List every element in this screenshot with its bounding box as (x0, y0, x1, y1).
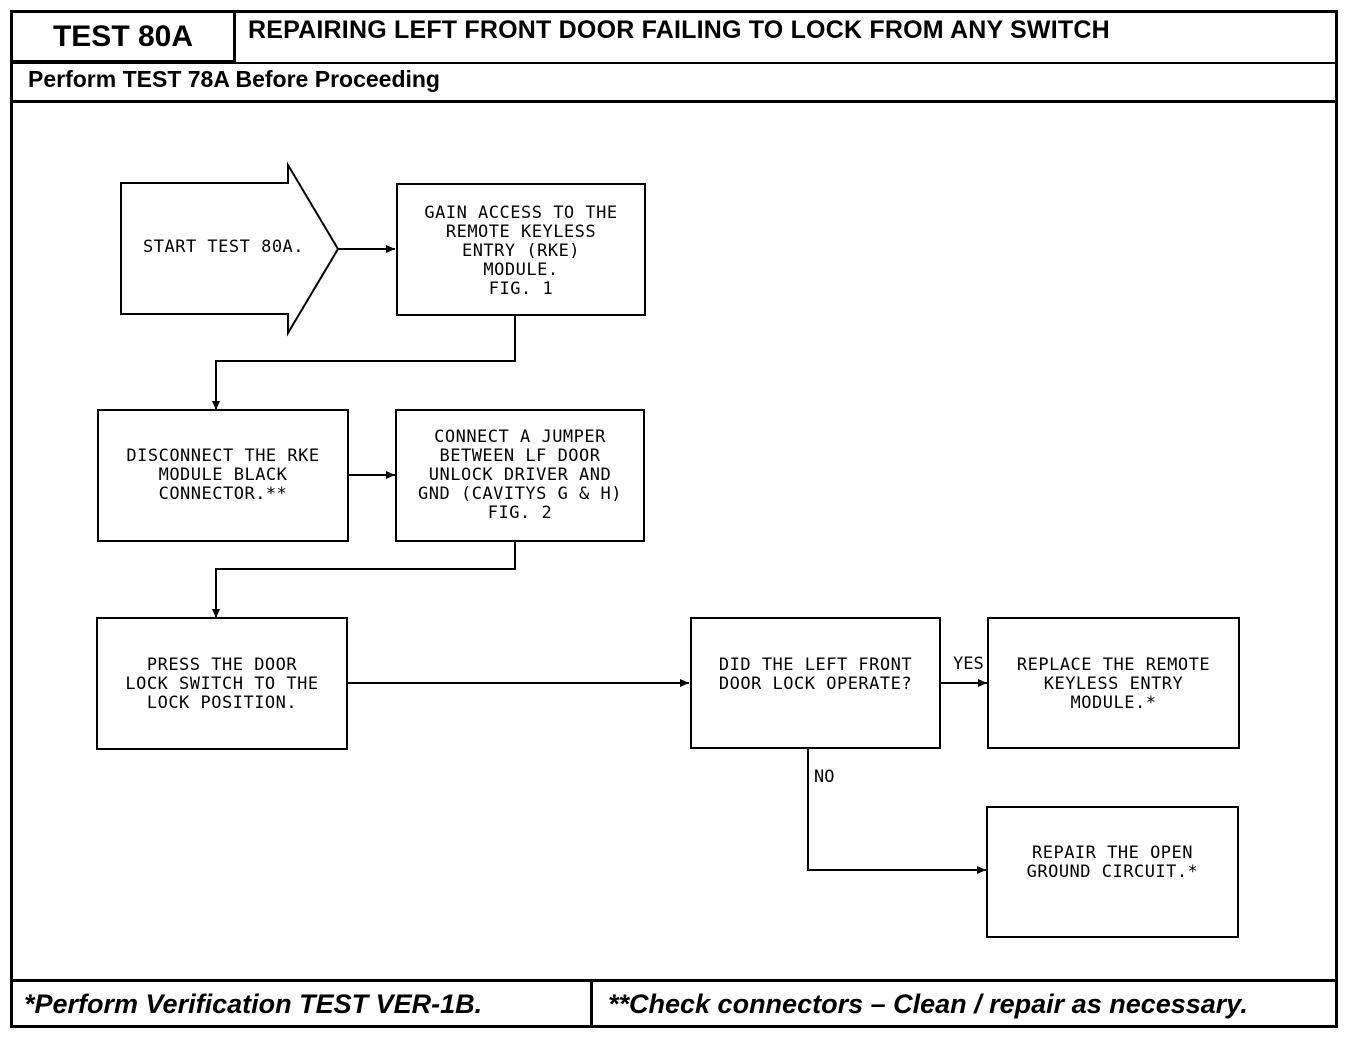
header-divider (13, 62, 1335, 64)
arrow-jumper-to-press (212, 542, 516, 618)
prerequisite-note: Perform TEST 78A Before Proceeding (28, 66, 440, 92)
footer-note-verification: *Perform Verification TEST VER-1B. (24, 989, 483, 1019)
result-replace-module: REPLACE THE REMOTE KEYLESS ENTRY MODULE.… (987, 617, 1240, 749)
step-gain-access: GAIN ACCESS TO THE REMOTE KEYLESS ENTRY … (396, 183, 646, 316)
step-press-switch: PRESS THE DOOR LOCK SWITCH TO THE LOCK P… (96, 617, 348, 750)
step-connect-jumper: CONNECT A JUMPER BETWEEN LF DOOR UNLOCK … (395, 409, 645, 542)
test-id: TEST 80A (13, 13, 236, 63)
subheader-divider (13, 100, 1335, 103)
footer-split (590, 980, 593, 1026)
page-title: REPAIRING LEFT FRONT DOOR FAILING TO LOC… (248, 16, 1110, 44)
no-label: NO (814, 767, 835, 787)
decision-door-lock-operate: DID THE LEFT FRONT DOOR LOCK OPERATE? (690, 617, 941, 749)
result-repair-ground: REPAIR THE OPEN GROUND CIRCUIT.* (986, 806, 1239, 938)
footer-divider (13, 979, 1335, 982)
step-disconnect: DISCONNECT THE RKE MODULE BLACK CONNECTO… (97, 409, 349, 542)
start-step: START TEST 80A. (143, 237, 305, 257)
footer-note-connectors: **Check connectors – Clean / repair as n… (608, 989, 1248, 1019)
arrow-access-to-disconnect (212, 316, 516, 410)
diagram-frame (10, 10, 1338, 1028)
yes-label: YES (953, 654, 984, 674)
arrow-question-no (807, 749, 986, 874)
start-arrow-shape (120, 161, 340, 337)
